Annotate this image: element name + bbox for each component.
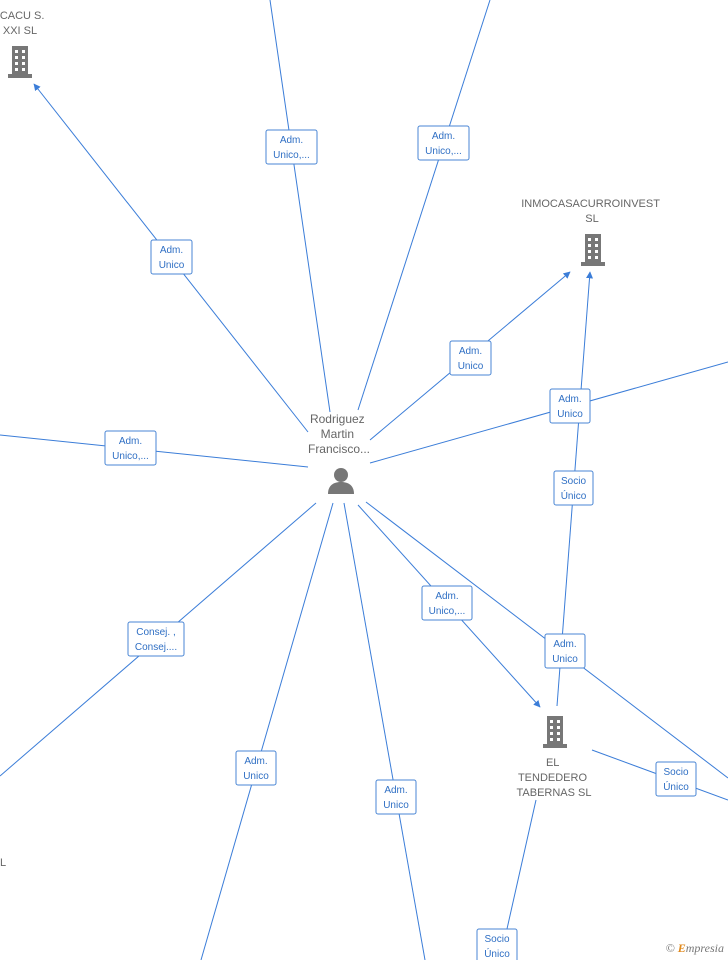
company-label-tendedero: EL TENDEDERO TABERNAS SL [517,757,592,799]
company-label-acacu: ACACU S. XXI SL [0,10,48,37]
building-icon [8,46,32,78]
svg-text:Adm.Unico,...: Adm.Unico,... [273,135,310,161]
company-node-left-bottom[interactable]: L [0,857,6,869]
svg-text:Adm.Unico,...: Adm.Unico,... [425,131,462,157]
edge-to-right-edge [369,361,728,464]
edge-to-bottom-1 [200,502,334,960]
edge-label-adm-unico-tendedero[interactable]: Adm.Unico,... [421,585,473,621]
edge-to-top-right-1 [357,0,491,411]
svg-text:Adm.Unico: Adm.Unico [159,245,185,271]
edge-label-consej-bottom-left[interactable]: Consej. ,Consej.... [127,621,185,657]
building-icon [543,716,567,748]
svg-text:Adm.Unico: Adm.Unico [458,346,484,372]
edge-label-adm-unico-top-left[interactable]: Adm.Unico,... [265,129,318,165]
person-icon [328,468,354,494]
person-label: Rodriguez Martin Francisco... [308,412,370,456]
svg-text:Adm.Unico,...: Adm.Unico,... [112,436,149,462]
edge-label-adm-unico-left[interactable]: Adm.Unico,... [104,430,157,466]
edge-label-adm-unico-bottom-right[interactable]: Adm.Unico [544,633,586,669]
svg-text:Consej. ,Consej....: Consej. ,Consej.... [135,627,177,653]
company-label-left-bottom: L [0,857,6,869]
svg-text:Adm.Unico: Adm.Unico [552,639,578,665]
company-node-inmocasa[interactable]: INMOCASACURROINVEST SL [521,198,663,266]
edge-label-adm-unico-bottom-1[interactable]: Adm.Unico [235,750,277,786]
svg-text:Adm.Unico: Adm.Unico [243,756,269,782]
edge-label-adm-unico-top-right[interactable]: Adm.Unico,... [417,125,470,161]
watermark-brand-rest: mpresia [685,941,724,955]
person-node[interactable]: Rodriguez Martin Francisco... [308,412,370,494]
svg-text:Adm.Unico: Adm.Unico [383,785,409,811]
company-label-inmocasa: INMOCASACURROINVEST SL [521,198,663,225]
edge-label-adm-unico-acacu[interactable]: Adm.Unico [150,239,193,275]
svg-text:Adm.Unico,...: Adm.Unico,... [429,591,466,617]
company-node-tendedero[interactable]: EL TENDEDERO TABERNAS SL [517,716,592,799]
edge-to-bottom-2 [343,502,426,960]
edge-label-adm-unico-inmocasa[interactable]: Adm.Unico [449,340,492,376]
edge-to-top-left-1 [269,0,331,413]
edge-label-adm-unico-right[interactable]: Adm.Unico [549,388,591,424]
svg-text:Adm.Unico: Adm.Unico [557,394,583,420]
copyright-symbol: © [665,941,675,955]
building-icon [581,234,605,266]
company-node-acacu[interactable]: ACACU S. XXI SL [0,10,48,78]
empresia-watermark: © Empresia [666,941,724,956]
watermark-brand-initial: E [677,941,686,955]
edge-label-adm-unico-bottom-2[interactable]: Adm.Unico [375,779,417,815]
